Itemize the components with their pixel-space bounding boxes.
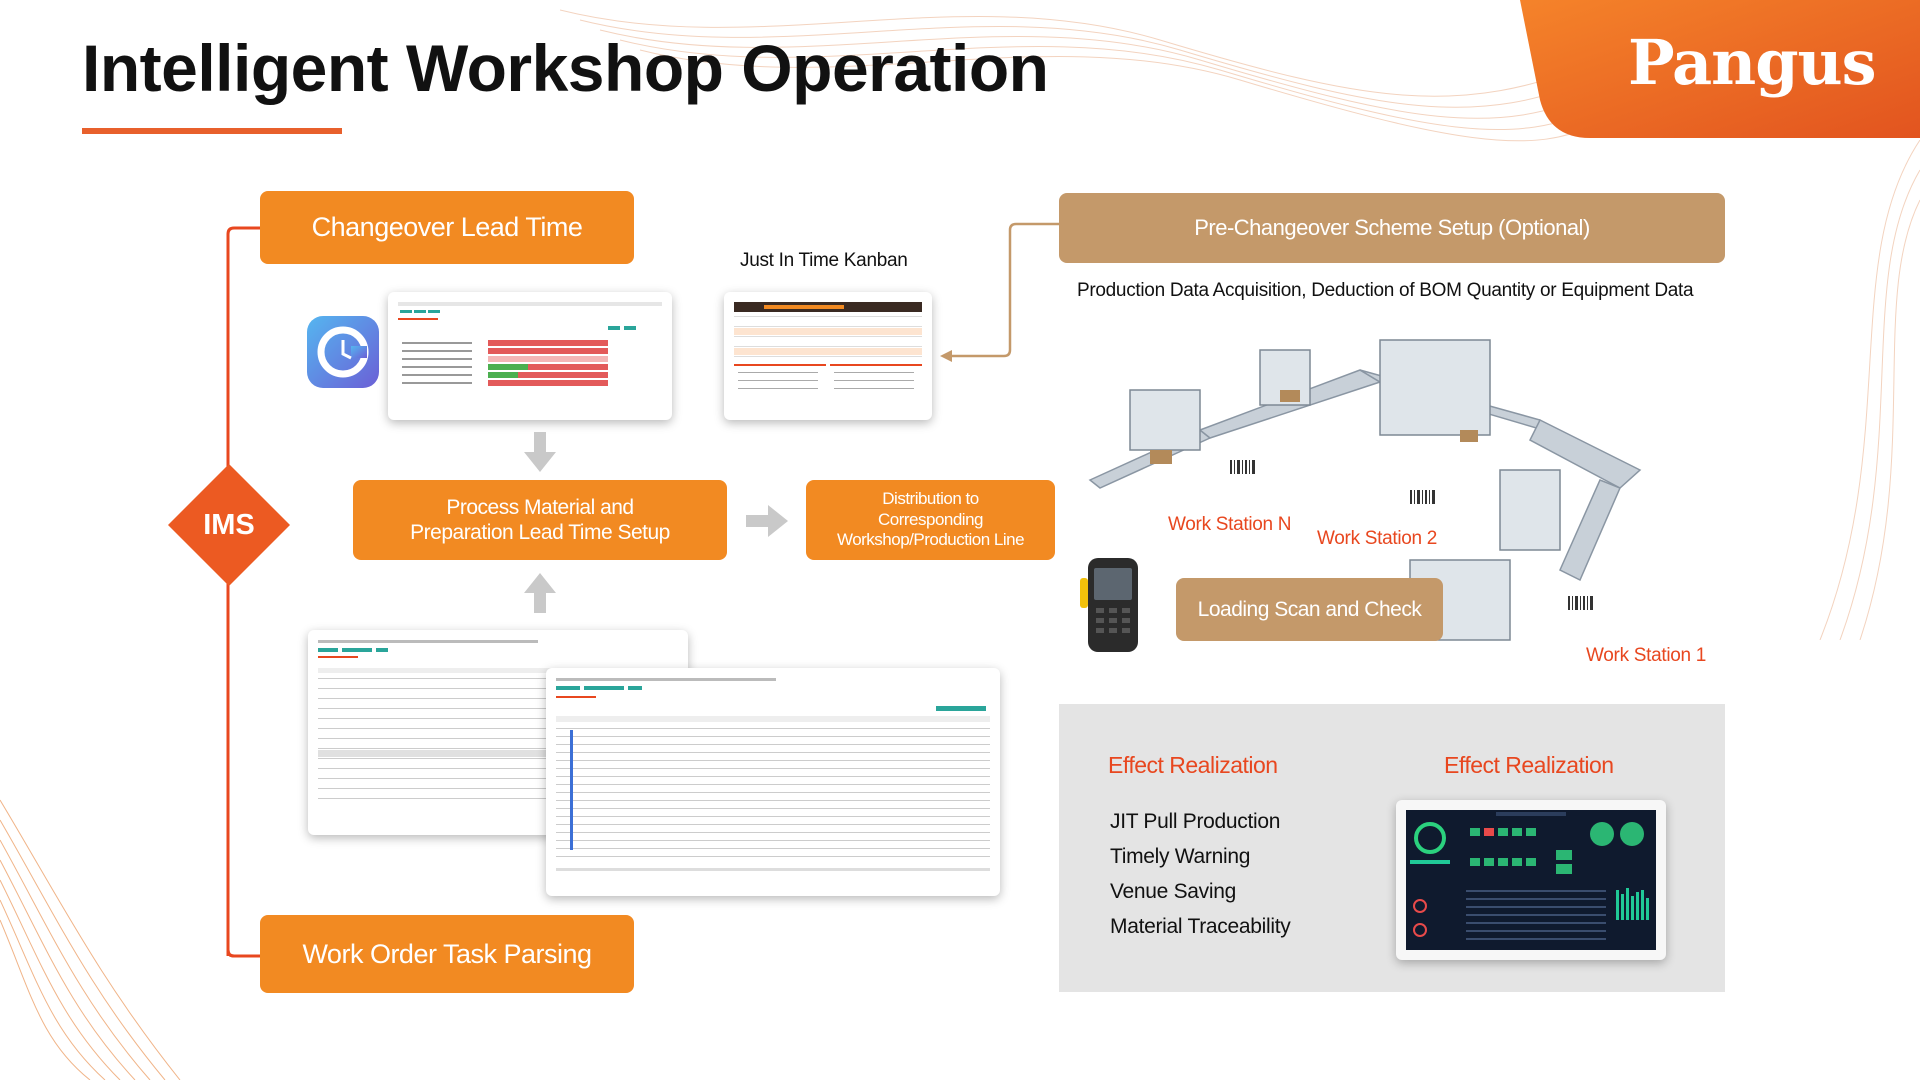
jit-kanban-screenshot xyxy=(724,292,932,420)
data-acquisition-caption: Production Data Acquisition, Deduction o… xyxy=(1077,280,1694,301)
effect-title-left: Effect Realization xyxy=(1108,752,1278,778)
work-order-screenshot-front xyxy=(546,668,1000,896)
work-station-2-label: Work Station 2 xyxy=(1317,528,1438,549)
decorative-wave-right xyxy=(1819,140,1920,640)
page-title: Intelligent Workshop Operation xyxy=(82,31,1049,105)
work-station-n-label: Work Station N xyxy=(1168,514,1292,535)
ims-label: IMS xyxy=(203,508,255,541)
title-underline xyxy=(82,128,342,134)
loading-scan-check-box[interactable]: Loading Scan and Check xyxy=(1176,578,1443,641)
effect-title-right: Effect Realization xyxy=(1444,752,1614,778)
jit-kanban-title: Just In Time Kanban xyxy=(740,250,908,271)
changeover-lead-time-box[interactable]: Changeover Lead Time xyxy=(260,191,634,264)
ims-bracket-connector xyxy=(226,226,262,958)
distribution-box[interactable]: Distribution to Corresponding Workshop/P… xyxy=(806,480,1055,560)
effect-item: Material Traceability xyxy=(1110,915,1291,938)
work-station-1-label: Work Station 1 xyxy=(1586,645,1707,666)
work-order-parsing-box[interactable]: Work Order Task Parsing xyxy=(260,915,634,993)
arrow-right-icon xyxy=(746,505,788,537)
handheld-scanner-icon xyxy=(1080,558,1138,652)
pre-changeover-box[interactable]: Pre-Changeover Scheme Setup (Optional) xyxy=(1059,193,1725,263)
pre-changeover-connector xyxy=(940,222,1060,362)
ims-diamond xyxy=(168,464,290,586)
decorative-wave-bottom-left xyxy=(0,799,181,1080)
effect-item: JIT Pull Production xyxy=(1110,810,1281,833)
clock-app-icon xyxy=(307,316,379,388)
pangus-logo[interactable]: Pangus xyxy=(1628,26,1877,99)
effect-item: Venue Saving xyxy=(1110,880,1237,903)
process-setup-box[interactable]: Process Material and Preparation Lead Ti… xyxy=(353,480,727,560)
effect-item: Timely Warning xyxy=(1110,845,1251,868)
lead-time-screenshot xyxy=(388,292,672,420)
dashboard-screenshot xyxy=(1396,800,1666,960)
arrow-up-icon xyxy=(524,573,556,613)
arrow-down-icon xyxy=(524,432,556,472)
logo-banner xyxy=(1520,0,1920,138)
